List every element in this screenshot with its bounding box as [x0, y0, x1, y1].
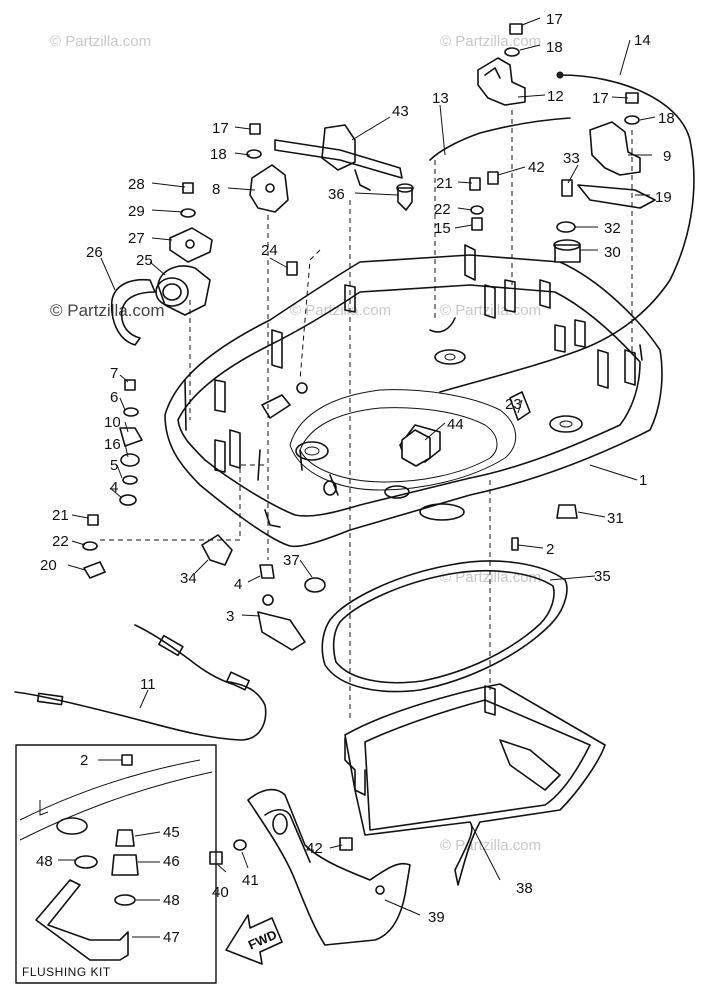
watermark-left-main: © Partzilla.com	[50, 301, 165, 320]
callout-35: 35	[594, 568, 611, 585]
callout-5: 5	[110, 457, 118, 474]
stay-20-part	[83, 561, 106, 579]
callout-18: 18	[546, 39, 563, 56]
watermark-top-right: © Partzilla.com	[440, 33, 541, 50]
callout-29: 29	[128, 203, 145, 220]
callout-48: 48	[163, 892, 180, 909]
callout-42: 42	[306, 840, 323, 857]
watermark-bottom-right: © Partzilla.com	[440, 837, 541, 854]
callout-44: 44	[447, 416, 464, 433]
inset-frame	[15, 744, 217, 984]
callout-48: 48	[36, 853, 53, 870]
watermark-mid-left: © Partzilla.com	[290, 302, 391, 319]
callout-15: 15	[434, 220, 451, 237]
callout-23: 23	[505, 396, 522, 413]
latch-12-part	[477, 57, 526, 106]
callout-45: 45	[163, 824, 180, 841]
latch-8-part	[249, 164, 289, 213]
latch-9-part	[589, 121, 641, 176]
grommet-36-part	[396, 183, 414, 211]
lower-cowling-left-part	[247, 788, 411, 946]
fwd-label: FWD	[246, 927, 279, 953]
callout-39: 39	[428, 909, 445, 926]
cable-end	[556, 71, 564, 79]
callout-17: 17	[212, 120, 229, 137]
callout-19: 19	[655, 189, 672, 206]
callout-27: 27	[128, 230, 145, 247]
callout-labels: 17 18 14 12 13 43 17 18 9 33 42 19 32 30…	[36, 11, 675, 946]
bottom-cowling-part	[164, 244, 663, 548]
relay-25-part	[155, 265, 211, 316]
bracket-19-part	[577, 184, 656, 209]
cable-14-path	[439, 74, 695, 393]
callout-31: 31	[607, 510, 624, 527]
reference-lines	[100, 110, 633, 720]
callout-22: 22	[52, 533, 69, 550]
callout-7: 7	[110, 365, 118, 382]
clamp-44-part	[401, 429, 431, 467]
callout-38: 38	[516, 880, 533, 897]
leader-lines	[67, 17, 656, 916]
callout-41: 41	[242, 872, 259, 889]
callout-47: 47	[163, 929, 180, 946]
callout-40: 40	[212, 884, 229, 901]
callout-21: 21	[52, 507, 69, 524]
callout-18: 18	[658, 110, 675, 127]
callout-2: 2	[80, 752, 88, 769]
holder-34-part	[201, 534, 233, 566]
callout-9: 9	[663, 148, 671, 165]
watermark-mid-right: © Partzilla.com	[440, 302, 541, 319]
callout-8: 8	[212, 181, 220, 198]
flushing-kit-inset: FLUSHING KIT	[15, 744, 217, 984]
cable-13-path	[429, 117, 571, 161]
callout-16: 16	[104, 436, 121, 453]
callout-30: 30	[604, 244, 621, 261]
callout-6: 6	[110, 389, 118, 406]
callout-43: 43	[392, 103, 409, 120]
callout-10: 10	[104, 414, 121, 431]
callout-28: 28	[128, 176, 145, 193]
callout-22: 22	[434, 201, 451, 218]
fwd-direction-arrow: FWD	[225, 914, 283, 965]
bracket-43-part	[274, 124, 403, 191]
grommet-37-part	[304, 577, 326, 593]
lower-cowling-right-part	[344, 683, 606, 886]
callout-12: 12	[547, 88, 564, 105]
callout-33: 33	[563, 150, 580, 167]
callout-14: 14	[634, 32, 651, 49]
grommet-30-part	[553, 239, 581, 263]
callout-42: 42	[528, 159, 545, 176]
callout-11: 11	[140, 676, 156, 693]
callout-37: 37	[283, 552, 300, 569]
bracket-3-part	[257, 594, 306, 651]
callout-32: 32	[604, 220, 621, 237]
screws-washers	[82, 23, 640, 865]
callout-21: 21	[436, 175, 453, 192]
callout-2: 2	[546, 541, 554, 558]
callout-24: 24	[261, 242, 278, 259]
cowling-seal-part	[321, 560, 568, 693]
callout-36: 36	[328, 186, 345, 203]
callout-17: 17	[592, 90, 609, 107]
callout-4: 4	[110, 479, 118, 496]
holder-27-part	[169, 227, 213, 263]
callout-13: 13	[432, 90, 449, 107]
callout-3: 3	[226, 608, 234, 625]
callout-26: 26	[86, 244, 103, 261]
callout-1: 1	[639, 472, 647, 489]
throttle-cable-part	[14, 624, 267, 741]
callout-4: 4	[234, 576, 242, 593]
watermark-top-left: © Partzilla.com	[50, 33, 151, 50]
band-26-part	[110, 278, 156, 346]
callout-34: 34	[180, 570, 197, 587]
callout-46: 46	[163, 853, 180, 870]
flushing-kit-title: FLUSHING KIT	[22, 965, 111, 979]
callout-25: 25	[136, 252, 153, 269]
callout-17: 17	[546, 11, 563, 28]
callout-18: 18	[210, 146, 227, 163]
callout-20: 20	[40, 557, 57, 574]
